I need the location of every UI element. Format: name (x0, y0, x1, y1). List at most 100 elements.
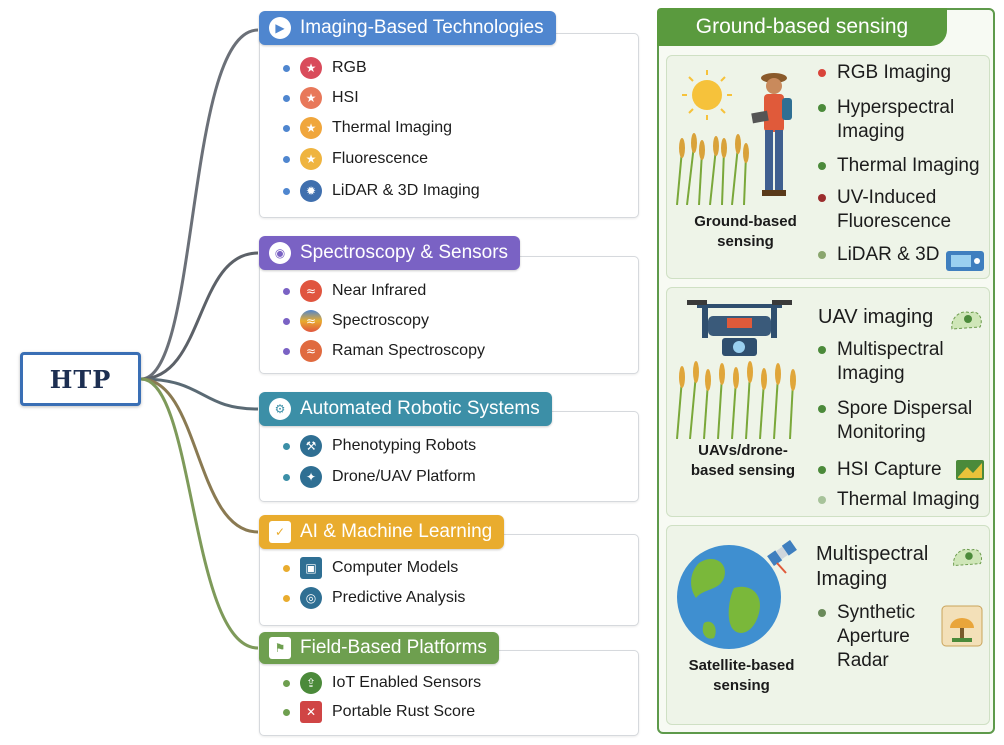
star-icon: ★ (300, 148, 322, 170)
item-label: Hyperspectral Imaging (837, 97, 955, 142)
bullet-dot (283, 564, 290, 572)
bullet-dot (818, 496, 826, 504)
bullet-dot (283, 347, 290, 355)
robot-arm-icon: ⚒ (300, 435, 322, 457)
item-label: LiDAR & 3D Imaging (332, 182, 480, 199)
root-node-htp: HTP (20, 352, 141, 406)
sensing-item: Synthetic Aperture Radar (818, 601, 938, 673)
category-header-field: ⚑ Field-Based Platforms (259, 632, 499, 664)
category-panel-ai (259, 534, 639, 626)
monitor-icon: ▣ (300, 557, 322, 579)
list-item: ≈ Raman Spectroscopy (283, 340, 485, 362)
illustration-label: UAVs/drone-based sensing (690, 442, 796, 479)
list-item: ★ Thermal Imaging (283, 117, 452, 139)
bullet-dot (818, 251, 826, 259)
sensing-item: HSI Capture (818, 458, 958, 482)
spectrum-icon: ≈ (300, 310, 322, 332)
bullet-dot (283, 64, 290, 72)
list-item: ★ HSI (283, 87, 359, 109)
category-title: AI & Machine Learning (300, 521, 493, 542)
star-icon: ★ (300, 117, 322, 139)
list-item: ◎ Predictive Analysis (283, 587, 465, 609)
sensing-item: Thermal Imaging (818, 154, 993, 178)
bullet-dot (283, 442, 290, 450)
category-header-robotic: ⚙ Automated Robotic Systems (259, 392, 552, 426)
item-label: Drone/UAV Platform (332, 468, 476, 485)
item-label: RGB Imaging (837, 62, 952, 83)
lidar-scanner-icon (946, 251, 984, 271)
antenna-icon: ⇪ (300, 672, 322, 694)
farmer-illustration (676, 70, 792, 205)
map-pin-icon (951, 311, 982, 330)
category-panel-robotic (259, 411, 639, 502)
bullet-dot (283, 155, 290, 163)
list-item: ⇪ IoT Enabled Sensors (283, 672, 481, 694)
satellite-earth-illustration (677, 540, 797, 649)
sensor-icon: ◉ (269, 242, 291, 264)
item-label: Phenotyping Robots (332, 437, 477, 454)
item-label: Spectroscopy (332, 312, 429, 329)
sensing-item: UV-Induced Fluorescence (818, 186, 978, 234)
hsi-image-icon (956, 460, 984, 480)
bullet-dot (283, 124, 290, 132)
item-label: Raman Spectroscopy (332, 342, 485, 359)
checkbox-icon: ✓ (269, 521, 291, 543)
bullet-dot (818, 104, 826, 112)
item-label: Portable Rust Score (332, 703, 476, 720)
category-title: Automated Robotic Systems (300, 398, 540, 419)
panel-title: Ground-based sensing (657, 8, 947, 46)
bullet-dot (283, 679, 290, 687)
list-item: ★ Fluorescence (283, 148, 428, 170)
flag-icon: ⚑ (269, 637, 291, 659)
sensing-item: Thermal Imaging (818, 488, 993, 512)
play-icon: ▶ (269, 17, 291, 39)
category-panel-field (259, 650, 639, 736)
radar-dish-icon (941, 605, 983, 647)
bullet-dot (818, 405, 826, 413)
bullet-dot (283, 473, 290, 481)
sensing-item: Multispectral Imaging (818, 338, 978, 386)
list-item: ✕ Portable Rust Score (283, 701, 475, 723)
category-title: Field-Based Platforms (300, 637, 487, 658)
list-item: ≈ Spectroscopy (283, 310, 429, 332)
bullet-dot (818, 609, 826, 617)
star-icon: ★ (300, 57, 322, 79)
category-header-imaging: ▶ Imaging-Based Technologies (259, 11, 556, 45)
bullet-dot (283, 594, 290, 602)
list-item: ⚒ Phenotyping Robots (283, 435, 476, 457)
item-label: Spore Dispersal Monitoring (837, 398, 973, 443)
item-label: Thermal Imaging (837, 155, 980, 176)
item-label: Multispectral Imaging (837, 339, 944, 384)
map-pin-icon (953, 548, 982, 567)
wave-icon: ≈ (300, 280, 322, 302)
robot-icon: ⚙ (269, 398, 291, 420)
list-item: ★ RGB (283, 57, 367, 79)
item-label: Computer Models (332, 559, 459, 576)
sensing-item: LiDAR & 3D (818, 243, 948, 267)
category-panel-imaging (259, 33, 639, 218)
category-title: Spectroscopy & Sensors (300, 242, 509, 263)
item-label: UV-Induced Fluorescence (837, 187, 952, 232)
list-item: ✦ Drone/UAV Platform (283, 466, 476, 488)
wave-icon: ≈ (300, 340, 322, 362)
item-label: LiDAR & 3D (837, 244, 940, 265)
bullet-dot (818, 69, 826, 77)
bullet-dot (818, 346, 826, 354)
item-label: IoT Enabled Sensors (332, 674, 482, 691)
section-heading: Multispectral Imaging (816, 543, 929, 590)
bullet-dot (283, 708, 290, 716)
category-header-ai: ✓ AI & Machine Learning (259, 515, 505, 549)
category-title: Imaging-Based Technologies (300, 17, 544, 38)
lidar-icon: ✹ (300, 180, 322, 202)
bullet-dot (283, 94, 290, 102)
bullet-dot (818, 194, 826, 202)
drone-icon: ✦ (300, 466, 322, 488)
illustration-label: Satellite-based sensing (688, 657, 795, 694)
list-item: ▣ Computer Models (283, 557, 458, 579)
list-item: ≈ Near Infrared (283, 280, 426, 302)
item-label: Synthetic Aperture Radar (837, 602, 916, 671)
sensing-item: RGB Imaging (818, 61, 988, 85)
list-item: ✹ LiDAR & 3D Imaging (283, 180, 480, 202)
sensing-item: Hyperspectral Imaging (818, 96, 988, 144)
